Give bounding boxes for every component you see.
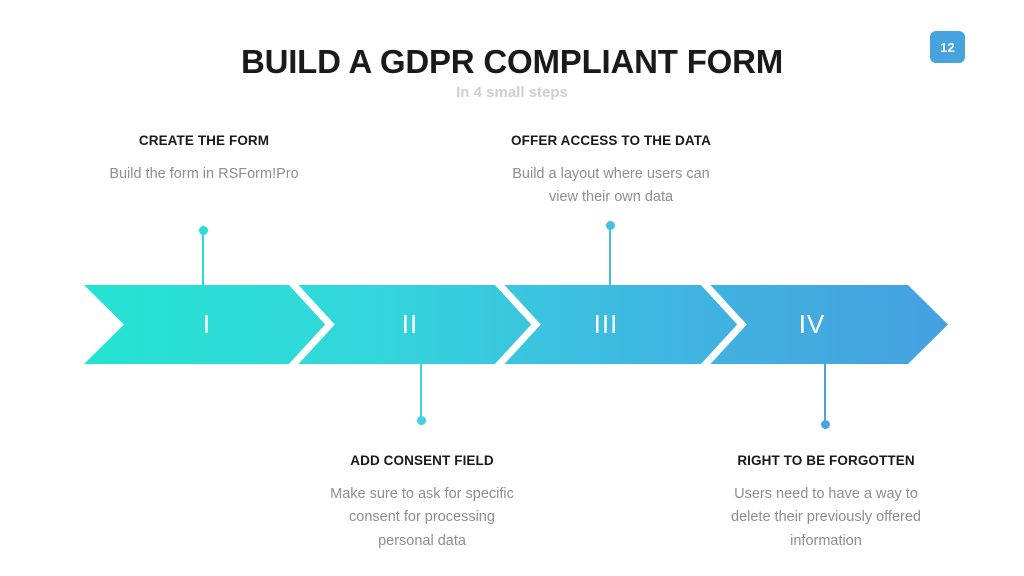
connector-dot — [821, 420, 830, 429]
connector-step-2 — [417, 363, 426, 425]
page-title: BUILD A GDPR COMPLIANT FORM — [240, 43, 784, 80]
page-subtitle: In 4 small steps — [456, 84, 568, 101]
step-callout-3: OFFER ACCESS TO THE DATA Build a layout … — [496, 133, 726, 210]
step-description-4: Users need to have a way to delete their… — [731, 486, 921, 549]
connector-dot — [199, 226, 208, 235]
step-callout-4: RIGHT TO BE FORGOTTEN Users need to have… — [726, 453, 926, 553]
page-number-label: 12 — [940, 39, 955, 55]
connector-dot — [417, 416, 426, 425]
connector-line — [420, 363, 422, 425]
connector-line — [824, 363, 826, 429]
connector-line — [202, 226, 204, 286]
step-description-1: Build the form in RSForm!Pro — [109, 166, 299, 183]
step-description-3: Build a layout where users can view thei… — [512, 166, 710, 206]
step-title-4: RIGHT TO BE FORGOTTEN — [737, 453, 915, 468]
step-description-2: Make sure to ask for specific consent fo… — [330, 486, 514, 549]
step-title-1: CREATE THE FORM — [138, 133, 270, 148]
connector-step-4 — [821, 363, 830, 429]
connector-line — [609, 221, 611, 286]
step-title-2: ADD CONSENT FIELD — [350, 453, 494, 468]
step-title-3: OFFER ACCESS TO THE DATA — [511, 133, 711, 148]
page-number-badge: 12 — [930, 31, 965, 63]
connector-dot — [606, 221, 615, 230]
process-chevron-band — [84, 285, 948, 364]
connector-step-3 — [606, 221, 615, 286]
step-callout-2: ADD CONSENT FIELD Make sure to ask for s… — [322, 453, 522, 553]
connector-step-1 — [199, 226, 208, 286]
step-callout-1: CREATE THE FORM Build the form in RSForm… — [104, 133, 304, 186]
